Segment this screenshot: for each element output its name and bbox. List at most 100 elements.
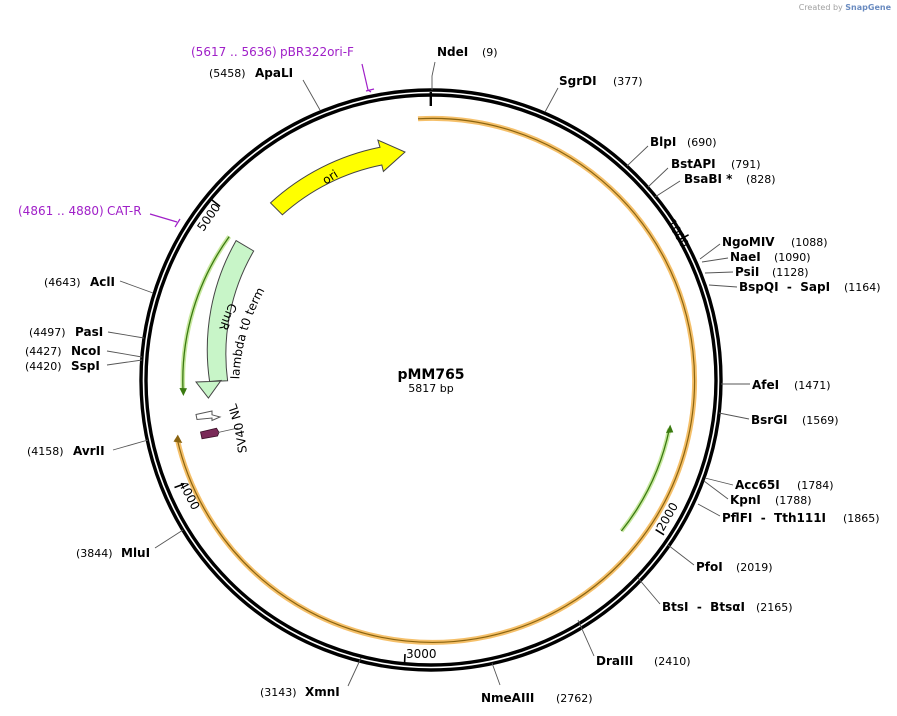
leader-pflfi <box>697 503 721 517</box>
site-nmeaiii-pos: (2762) <box>556 692 593 705</box>
site-apali-pos: (5458) <box>209 67 246 80</box>
site-bsrgi-name: BsrGI <box>751 413 788 427</box>
leader-bspqi <box>708 284 738 288</box>
site-acli-name: AclI <box>90 275 115 289</box>
snapgene-credit: Created by SnapGene <box>799 3 891 12</box>
site-btsi-btsai-pos: (2165) <box>756 601 793 614</box>
site-ncoi-pos: (4427) <box>25 345 62 358</box>
backbone-outer-circle <box>139 88 723 672</box>
site-pasi-name: PasI <box>75 325 103 339</box>
plasmid-size: 5817 bp <box>408 382 453 395</box>
site-leader-lines <box>106 61 750 687</box>
primer-cat-r-bar <box>174 218 181 228</box>
leader-psii <box>704 271 734 274</box>
leader-acc65i <box>704 477 734 486</box>
leader-btsi <box>637 577 661 605</box>
primer-cat-r-name: CAT-R <box>107 204 142 218</box>
site-psii-name: PsiI <box>735 265 759 279</box>
site-sspi-name: SspI <box>71 359 100 373</box>
site-kpni-name: KpnI <box>730 493 761 507</box>
leader-mlui <box>154 529 184 549</box>
site-pasi-pos: (4497) <box>29 326 66 339</box>
primer-pbr322ori-range: (5617 .. 5636) <box>191 45 277 59</box>
tick-5000 <box>211 199 221 208</box>
leader-sspi <box>106 359 143 366</box>
leader-avrii <box>112 439 149 451</box>
leader-ncoi <box>106 350 143 358</box>
site-bsrgi-pos: (1569) <box>802 414 839 427</box>
site-apali-name: ApaLI <box>255 66 293 80</box>
leader-kpni <box>703 480 729 500</box>
sv40-leader-line <box>217 427 239 433</box>
tick-label-1000: 1000 <box>664 217 691 250</box>
site-bspqi-sapi-name: BspQI - SapI <box>739 280 830 294</box>
leader-nmeaiii <box>491 662 501 686</box>
leader-xmni <box>347 657 362 687</box>
green-orf-right-core <box>620 428 671 532</box>
site-mlui-pos: (3844) <box>76 547 113 560</box>
leader-ngomiv <box>699 243 721 260</box>
site-mlui-name: MluI <box>121 546 150 560</box>
leader-pfoi <box>667 544 695 566</box>
leader-apali <box>302 79 321 111</box>
feature-ori-arrow <box>269 139 406 216</box>
feature-sv40-nls-arrow <box>200 427 220 440</box>
site-psii-pos: (1128) <box>772 266 809 279</box>
site-ncoi-name: NcoI <box>71 344 101 358</box>
site-afei-name: AfeI <box>752 378 779 392</box>
tick-2000 <box>655 528 665 536</box>
site-acc65i-name: Acc65I <box>735 478 780 492</box>
orf-arrowhead <box>173 434 183 443</box>
site-ndei-name: NdeI <box>437 45 468 59</box>
site-acc65i-pos: (1784) <box>797 479 834 492</box>
green-orf-right-arrowhead <box>666 424 674 433</box>
site-avrii-name: AvrII <box>73 444 105 458</box>
site-ndei-pos: (9) <box>482 46 498 59</box>
primer-pbr322ori-bar <box>365 88 375 92</box>
feature-lambda-t0-terminator-arrow <box>195 410 222 422</box>
tick-1000 <box>678 234 689 242</box>
leader-bsabi <box>654 180 681 198</box>
primer-pbr322ori-marker <box>361 63 372 93</box>
site-bsabi-pos: (828) <box>746 173 776 186</box>
site-blpi-pos: (690) <box>687 136 717 149</box>
feature-cmr-arrow <box>195 239 255 399</box>
primer-cat-r-range: (4861 .. 4880) <box>18 204 104 218</box>
tick-label-3000: 3000 <box>406 647 437 661</box>
site-draiii-pos: (2410) <box>654 655 691 668</box>
tick-3000 <box>403 653 406 665</box>
leader-bstapi <box>647 167 669 188</box>
site-btsi-btsai-name: BtsI - BtsαI <box>662 600 745 614</box>
site-bspqi-sapi-pos: (1164) <box>844 281 881 294</box>
orf-arc-right-core <box>176 117 696 643</box>
leader-bsrgi <box>718 412 750 420</box>
site-pfoi-name: PfoI <box>696 560 723 574</box>
site-bsabi-name: BsaBI * <box>684 172 733 186</box>
site-bstapi-pos: (791) <box>731 158 761 171</box>
site-ngomiv-pos: (1088) <box>791 236 828 249</box>
site-draiii-name: DraIII <box>596 654 633 668</box>
credit-brand: SnapGene <box>845 3 891 12</box>
leader-draiii <box>577 619 595 657</box>
primer-labels: (5617 .. 5636) pBR322ori-F (4861 .. 4880… <box>18 45 354 218</box>
site-sgrdi-name: SgrDI <box>559 74 597 88</box>
site-pflfi-tth111i-pos: (1865) <box>843 512 880 525</box>
leader-ndei <box>431 61 436 90</box>
primer-marks <box>149 63 375 228</box>
green-orf-left-core <box>182 236 230 391</box>
primer-pbr322ori-name: pBR322ori-F <box>280 45 354 59</box>
site-naei-pos: (1090) <box>774 251 811 264</box>
site-blpi-name: BlpI <box>650 135 676 149</box>
leader-blpi <box>626 145 649 167</box>
leader-acli <box>119 280 154 294</box>
site-acli-pos: (4643) <box>44 276 81 289</box>
leader-sgrdi <box>544 87 559 113</box>
plasmid-name: pMM765 <box>397 367 464 383</box>
tick-4000 <box>174 483 185 489</box>
site-pfoi-pos: (2019) <box>736 561 773 574</box>
leader-naei <box>701 257 729 263</box>
site-xmni-name: XmnI <box>305 685 340 699</box>
site-afei-pos: (1471) <box>794 379 831 392</box>
site-labels: NdeI (9) SgrDI (377) BlpI (690) BstAPI (… <box>25 45 881 705</box>
